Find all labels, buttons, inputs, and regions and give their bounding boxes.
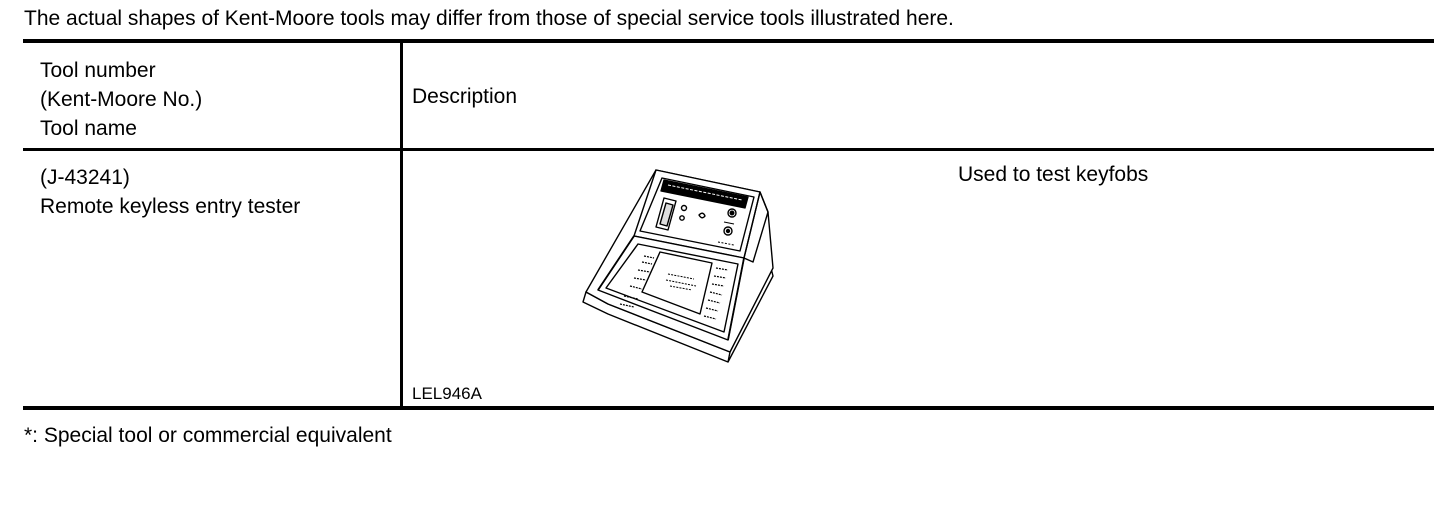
remote-keyless-entry-tester-illustration [582,169,774,363]
header-tool-name: Tool name [40,117,137,140]
tool-number: (J-43241) [40,166,130,189]
figure-label: LEL946A [412,384,482,403]
table-top-rule [23,39,1434,43]
tool-name: Remote keyless entry tester [40,195,301,218]
table-header-rule [23,148,1434,151]
table-column-divider [400,39,403,410]
tool-description: Used to test keyfobs [958,163,1149,186]
intro-note: The actual shapes of Kent-Moore tools ma… [24,7,954,30]
header-tool-number: Tool number [40,59,156,82]
header-tool-column: Tool number (Kent-Moore No.) Tool name [40,56,202,143]
header-kent-moore-no: (Kent-Moore No.) [40,88,203,111]
header-description: Description [412,85,518,108]
special-tools-table: Tool number (Kent-Moore No.) Tool name D… [23,39,1434,410]
table-bottom-rule [23,406,1434,410]
table-row-tool-info: (J-43241) Remote keyless entry tester [40,163,300,221]
footnote: *: Special tool or commercial equivalent [24,424,392,447]
